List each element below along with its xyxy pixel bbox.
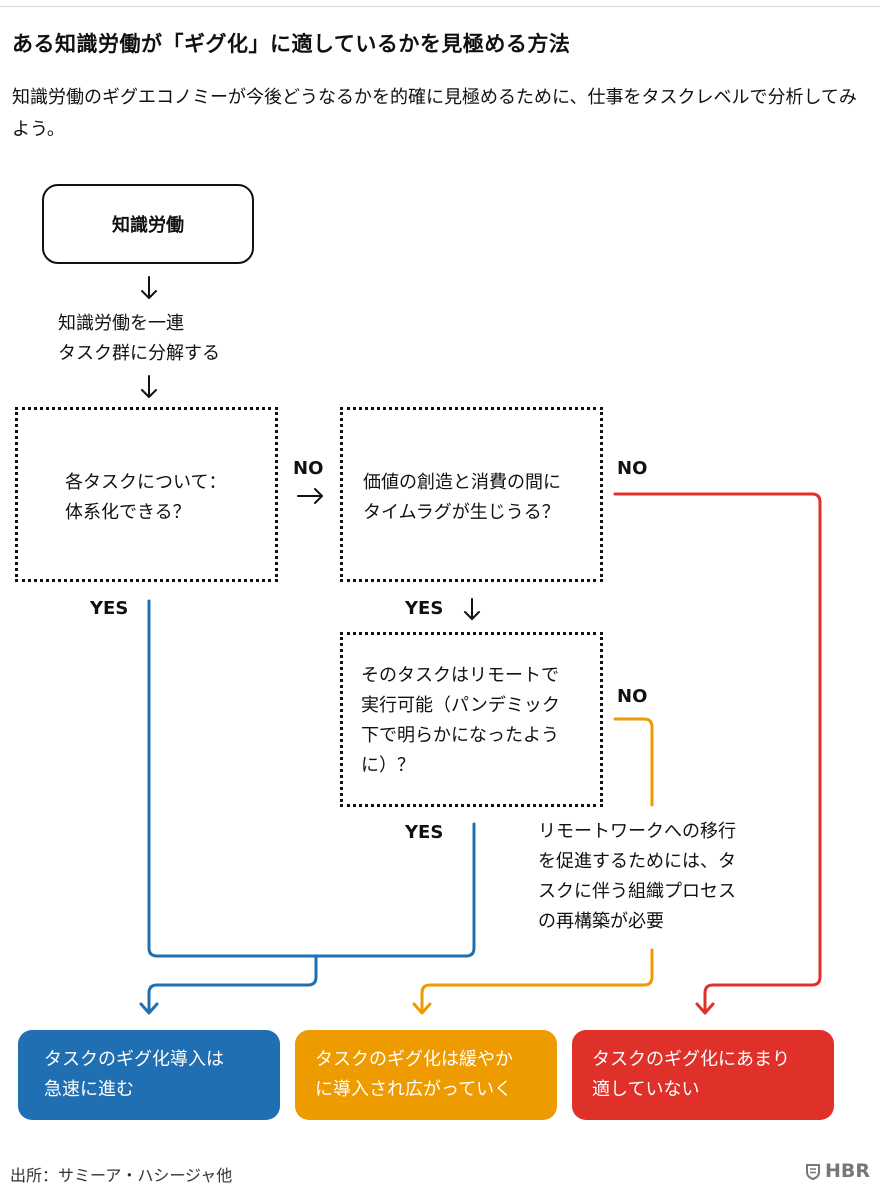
- blue-connector-merge: [147, 954, 318, 1014]
- outcome-fast-adoption: タスクのギグ化導入は 急速に進む: [18, 1030, 280, 1120]
- hbr-logo: HBR: [805, 1160, 870, 1182]
- hbr-logo-text: HBR: [824, 1160, 870, 1182]
- question-codifiable: 各タスクについて： 体系化できる？: [15, 407, 278, 582]
- arrow-decompose-down: [141, 375, 157, 398]
- orange-arrowhead: [412, 1002, 432, 1015]
- q1-line-2: 体系化できる？: [65, 502, 191, 523]
- question-remote: そのタスクはリモートで 実行可能（パンデミック 下で明らかになったよう に）？: [340, 632, 603, 807]
- outcome-slow-line-2: に導入され広がっていく: [315, 1079, 513, 1100]
- label-no-q2: NO: [617, 458, 648, 479]
- q3-line-2: 実行可能（パンデミック: [361, 695, 560, 716]
- outcome-fast-line-1: タスクのギグ化導入は: [44, 1049, 224, 1070]
- orange-connector-top: [613, 717, 654, 807]
- page-subtitle: 知識労働のギグエコノミーが今後どうなるかを的確に見極めるために、仕事をタスクレベ…: [12, 87, 857, 140]
- note-line-3: スクに伴う組織プロセス: [538, 881, 736, 902]
- page-title: ある知識労働が「ギグ化」に適しているかを見極める方法: [12, 32, 571, 56]
- outcome-red-line-2: 適していない: [592, 1079, 700, 1100]
- blue-arrowhead: [139, 1002, 159, 1015]
- q1-line-1: 各タスクについて：: [65, 472, 227, 493]
- top-divider: [0, 6, 880, 7]
- outcome-not-suitable: タスクのギグ化にあまり 適していない: [572, 1030, 834, 1120]
- question-time-lag: 価値の創造と消費の間に タイムラグが生じうる？: [340, 407, 603, 582]
- label-yes-q3: YES: [405, 822, 444, 843]
- red-arrowhead: [695, 1002, 715, 1015]
- label-yes-q1: YES: [90, 598, 129, 619]
- note-line-1: リモートワークへの移行: [538, 821, 736, 842]
- q2-line-2: タイムラグが生じうる？: [363, 502, 560, 523]
- remote-work-note: リモートワークへの移行 を促進するためには、タ スクに伴う組織プロセス の再構築…: [538, 817, 736, 937]
- outcome-gradual-adoption: タスクのギグ化は緩やか に導入され広がっていく: [295, 1030, 557, 1120]
- outcome-red-line-1: タスクのギグ化にあまり: [592, 1049, 790, 1070]
- start-node: 知識労働: [42, 184, 254, 264]
- outcome-slow-line-1: タスクのギグ化は緩やか: [315, 1049, 513, 1070]
- label-no-q3: NO: [617, 686, 648, 707]
- q2-line-1: 価値の創造と消費の間に: [363, 472, 561, 493]
- hbr-shield-icon: [805, 1163, 820, 1180]
- note-line-4: の再構築が必要: [538, 911, 664, 932]
- decompose-line-1: 知識労働を一連: [58, 313, 184, 334]
- label-no-q1: NO: [293, 458, 324, 479]
- q3-line-3: 下で明らかになったよう: [361, 725, 559, 746]
- red-connector: [613, 492, 822, 1014]
- orange-connector-bottom: [420, 948, 654, 1014]
- arrow-q1-no: [297, 488, 323, 504]
- label-yes-q2: YES: [405, 598, 444, 619]
- source-credit: 出所：サミーア・ハシージャ他: [10, 1166, 233, 1185]
- note-line-2: を促進するためには、タ: [538, 851, 736, 872]
- q3-line-4: に）？: [361, 755, 415, 776]
- decompose-step: 知識労働を一連 タスク群に分解する: [58, 309, 220, 369]
- blue-connector: [147, 599, 476, 958]
- q3-line-1: そのタスクはリモートで: [361, 665, 559, 686]
- arrow-start-down: [141, 276, 157, 299]
- decompose-line-2: タスク群に分解する: [58, 343, 220, 364]
- outcome-fast-line-2: 急速に進む: [44, 1079, 134, 1100]
- arrow-q2-yes: [464, 598, 480, 620]
